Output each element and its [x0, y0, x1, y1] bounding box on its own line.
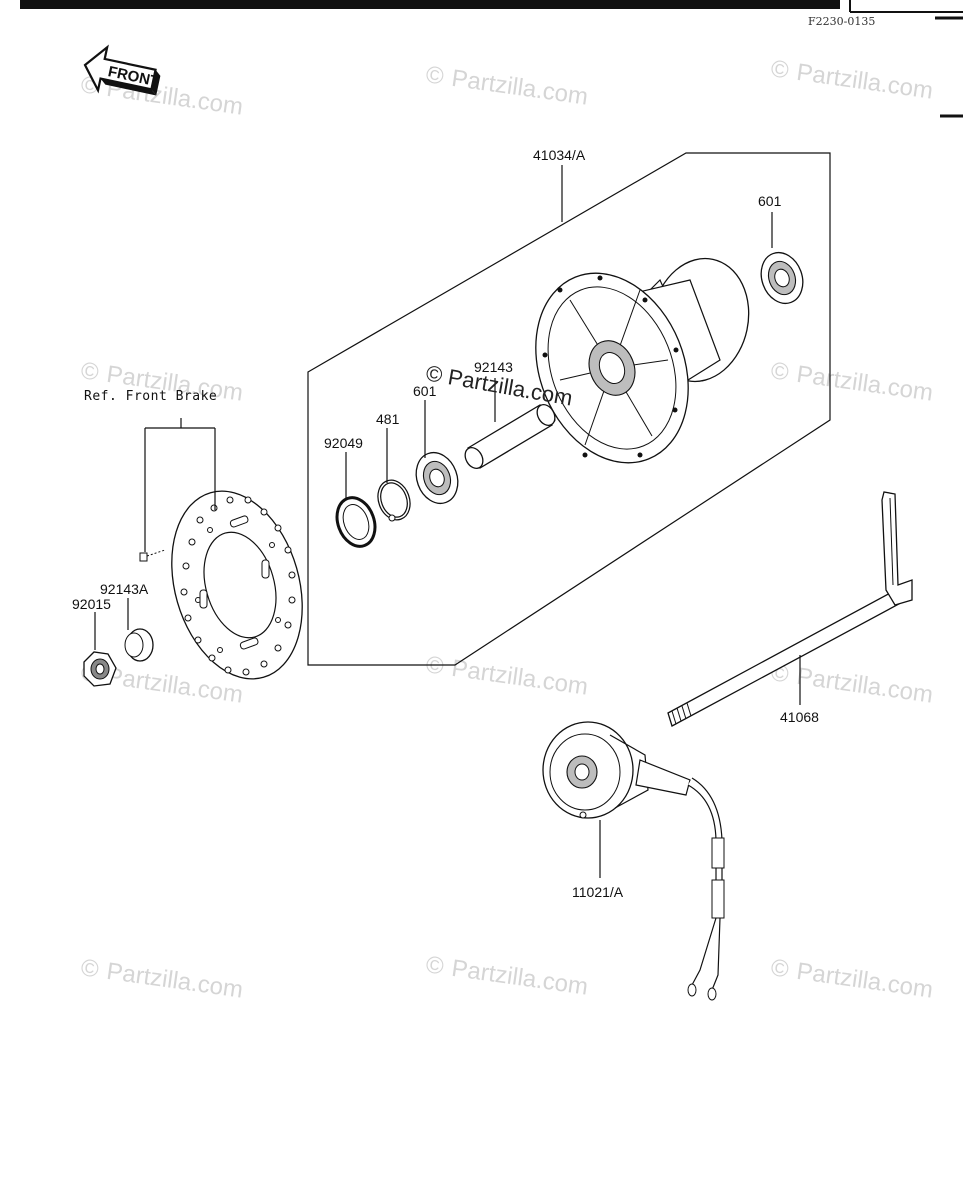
watermark: © Partzilla.com — [769, 659, 935, 708]
collar — [124, 628, 154, 662]
oil-seal — [335, 496, 377, 548]
svg-text:Partzilla.com: Partzilla.com — [795, 663, 935, 709]
front-arrow-icon: FRONT — [83, 44, 160, 96]
speedo-gear-housing — [542, 721, 725, 1001]
wheel-hub — [535, 257, 750, 464]
watermark: © Partzilla.com — [424, 61, 590, 110]
axle-nut — [83, 651, 117, 687]
svg-text:Partzilla.com: Partzilla.com — [450, 65, 590, 111]
svg-text:©: © — [769, 55, 791, 84]
spacer-tube — [464, 404, 556, 469]
circlip — [377, 479, 411, 522]
brake-disc — [171, 490, 303, 680]
part-number-92143a: 92143A — [100, 581, 149, 597]
drawing-code: F2230-0135 — [808, 15, 875, 28]
axle — [667, 491, 913, 727]
part-number-481: 481 — [376, 411, 400, 427]
svg-text:Partzilla.com: Partzilla.com — [795, 958, 935, 1004]
part-number-92143: 92143 — [474, 359, 513, 375]
disc-bolt — [139, 549, 166, 562]
svg-text:©: © — [769, 954, 791, 983]
svg-text:Partzilla.com: Partzilla.com — [795, 59, 935, 105]
svg-text:Partzilla.com: Partzilla.com — [105, 958, 245, 1004]
part-number-11021: 11021/A — [572, 884, 624, 900]
watermark: © Partzilla.com — [769, 954, 935, 1003]
header-rule — [20, 0, 963, 118]
part-number-92049: 92049 — [324, 435, 363, 451]
svg-text:©: © — [79, 954, 101, 983]
svg-text:Partzilla.com: Partzilla.com — [450, 955, 590, 1001]
watermark: © Partzilla.com — [769, 357, 935, 406]
watermark: © Partzilla.com — [424, 951, 590, 1000]
part-number-41034: 41034/A — [533, 147, 586, 163]
svg-text:Partzilla.com: Partzilla.com — [450, 655, 590, 701]
bearing-right — [760, 251, 804, 305]
hub-assembly-frame — [307, 152, 831, 666]
watermark: © Partzilla.com — [79, 954, 245, 1003]
watermark: © Partzilla.com — [769, 55, 935, 104]
part-number-92015: 92015 — [72, 596, 111, 612]
part-number-601-left: 601 — [413, 383, 437, 399]
svg-text:Partzilla.com: Partzilla.com — [795, 361, 935, 407]
svg-text:©: © — [424, 651, 446, 680]
watermark: © Partzilla.com — [424, 651, 590, 700]
leader-lines — [94, 165, 801, 878]
svg-text:©: © — [424, 61, 446, 90]
bearing-left — [415, 451, 459, 505]
ref-front-brake-label: Ref. Front Brake — [84, 389, 217, 404]
svg-text:©: © — [424, 951, 446, 980]
svg-text:©: © — [79, 357, 101, 386]
svg-text:©: © — [769, 357, 791, 386]
part-number-41068: 41068 — [780, 709, 819, 725]
part-number-601-right: 601 — [758, 193, 782, 209]
